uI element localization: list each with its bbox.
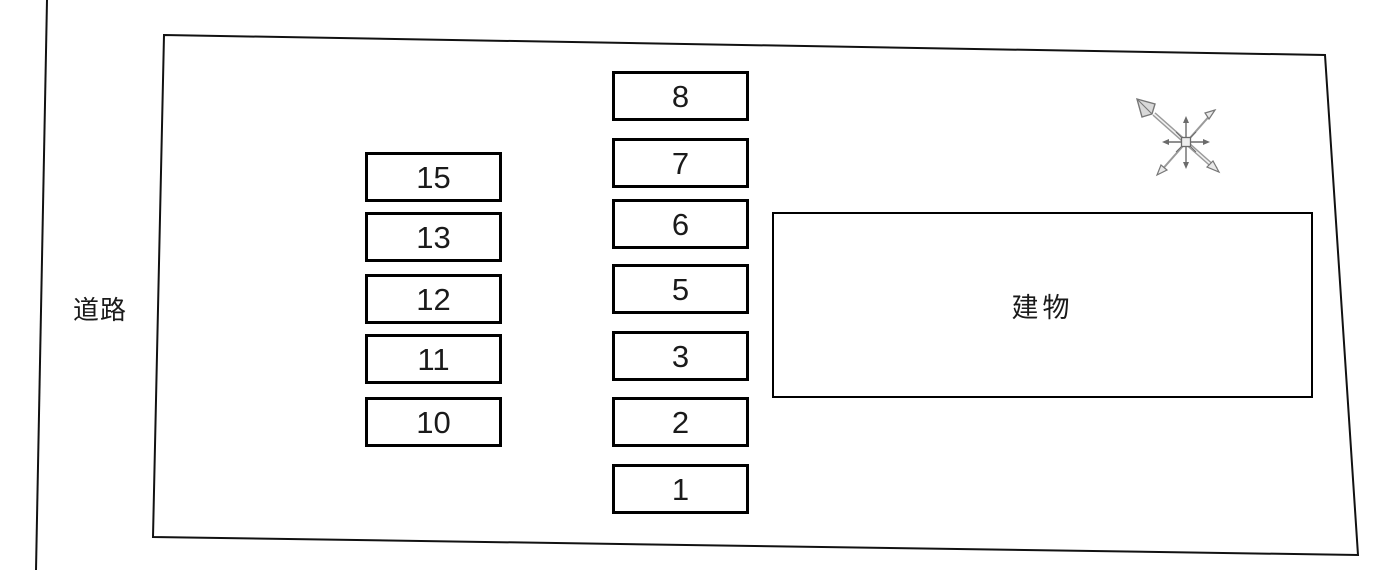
parking-space-6: 6 xyxy=(612,199,749,249)
building: 建物 xyxy=(772,212,1313,398)
compass-rose-icon xyxy=(1135,97,1221,177)
parking-space-10: 10 xyxy=(365,397,502,447)
parking-space-15: 15 xyxy=(365,152,502,202)
road-label: 道路 xyxy=(73,295,128,325)
building-label: 建物 xyxy=(1011,292,1074,323)
road-line xyxy=(35,0,48,570)
site-boundary-outline xyxy=(151,33,1360,557)
parking-space-8: 8 xyxy=(612,71,749,121)
parking-space-7: 7 xyxy=(612,138,749,188)
parking-space-1: 1 xyxy=(612,464,749,514)
parking-space-12: 12 xyxy=(365,274,502,324)
parking-space-11: 11 xyxy=(365,334,502,384)
parking-space-13: 13 xyxy=(365,212,502,262)
parking-space-5: 5 xyxy=(612,264,749,314)
parking-space-2: 2 xyxy=(612,397,749,447)
parking-space-3: 3 xyxy=(612,331,749,381)
